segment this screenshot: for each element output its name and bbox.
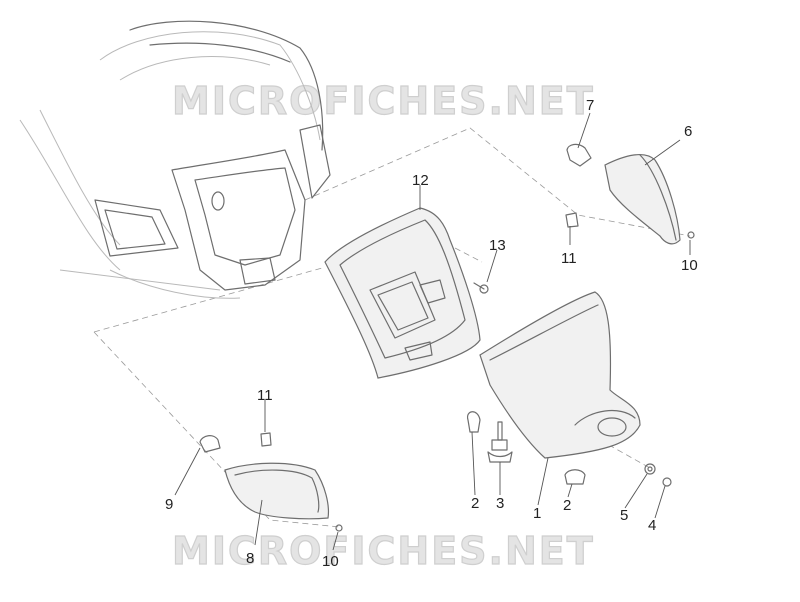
callout-4: 4 [648, 517, 656, 534]
callout-9: 9 [165, 496, 173, 513]
part-11-clip-upper [565, 212, 579, 228]
part-11-clip-lower [260, 432, 272, 447]
callout-11-upper: 11 [561, 250, 577, 267]
part-12-light-housing [324, 207, 481, 379]
callout-12: 12 [412, 172, 429, 189]
callout-5: 5 [620, 507, 628, 524]
part-10-screw-lower [335, 524, 343, 532]
callout-6: 6 [684, 123, 692, 140]
part-1-rear-light-lens [479, 291, 641, 459]
parts-4-5-screw-washer [644, 463, 672, 487]
parts-2-3-bulbs-socket [466, 411, 586, 485]
callout-8: 8 [246, 550, 254, 567]
watermark-top: MICROFICHES.NET [172, 79, 595, 123]
callout-7: 7 [586, 97, 594, 114]
callout-2-right: 2 [563, 497, 571, 514]
part-9-bulb [199, 435, 221, 453]
callout-3: 3 [496, 495, 504, 512]
callout-10-lower: 10 [322, 553, 339, 570]
callout-11-lower: 11 [257, 387, 273, 404]
callout-13: 13 [489, 237, 506, 254]
part-6-turn-indicator-right [604, 153, 681, 245]
assembly-guide-lines [93, 127, 691, 528]
part-13-screw [473, 282, 489, 294]
callout-1: 1 [533, 505, 541, 522]
part-8-turn-indicator-left [224, 462, 330, 520]
part-10-screw-upper [687, 231, 695, 239]
leader-lines [174, 112, 691, 551]
callout-10-upper: 10 [681, 257, 698, 274]
watermark-bottom: MICROFICHES.NET [172, 529, 595, 573]
rear-body-frame [19, 20, 331, 299]
callout-2-left: 2 [471, 495, 479, 512]
part-7-bulb [566, 143, 592, 167]
